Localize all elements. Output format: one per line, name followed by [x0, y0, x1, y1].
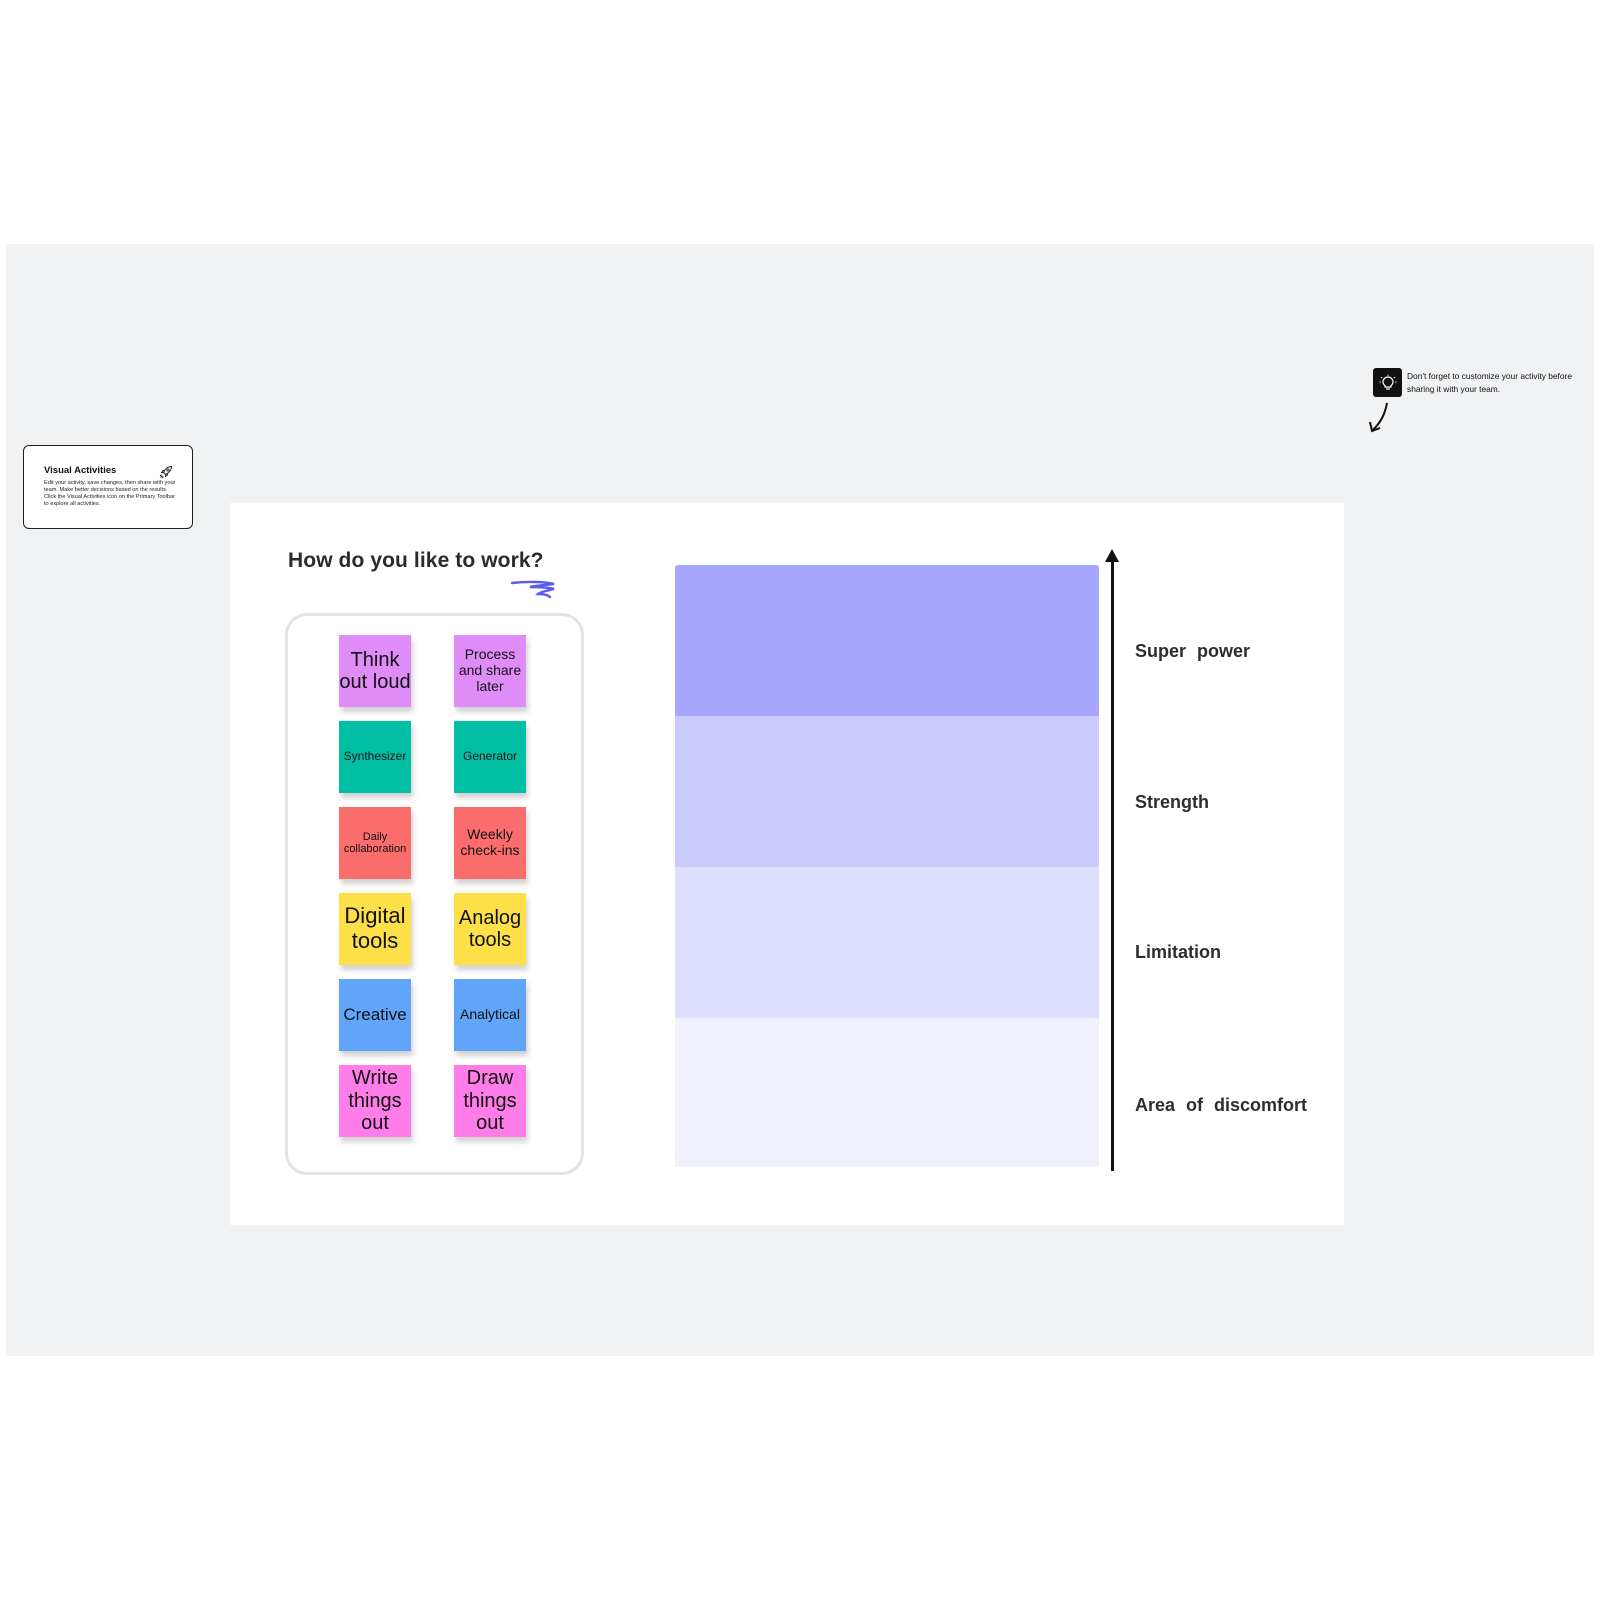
- sticky-note[interactable]: Creative: [339, 979, 411, 1051]
- scale-level-label: Limitation: [1135, 942, 1221, 962]
- scale-band[interactable]: [675, 867, 1099, 1018]
- curved-arrow-icon: [1369, 402, 1388, 433]
- visual-activities-card[interactable]: Visual Activities Edit your activity, sa…: [23, 445, 193, 529]
- sticky-note[interactable]: Daily collaboration: [339, 807, 411, 879]
- sticky-note[interactable]: Analog tools: [454, 893, 526, 965]
- scale-axis: [1111, 561, 1114, 1171]
- sticky-note[interactable]: Synthesizer: [339, 721, 411, 793]
- activity-heading: How do you like to work?: [288, 549, 544, 572]
- sticky-note[interactable]: Write things out: [339, 1065, 411, 1137]
- scale-band[interactable]: [675, 716, 1099, 867]
- sticky-note[interactable]: Digital tools: [339, 893, 411, 965]
- sticky-note[interactable]: Analytical: [454, 979, 526, 1051]
- customize-tip: Don't forget to customize your activity …: [1369, 368, 1583, 438]
- scribble-underline: [510, 580, 555, 599]
- scale-band[interactable]: [675, 565, 1099, 716]
- sticky-note[interactable]: Think out loud: [339, 635, 411, 707]
- sticky-note[interactable]: Weekly check-ins: [454, 807, 526, 879]
- scale-level-label: Super power: [1135, 641, 1251, 661]
- tip-text: Don't forget to customize your activity …: [1407, 371, 1572, 394]
- sticky-note[interactable]: Draw things out: [454, 1065, 526, 1137]
- scale-level-label: Area of discomfort: [1135, 1095, 1308, 1115]
- activity-frame[interactable]: How do you like to work? Think out loud P…: [230, 503, 1344, 1225]
- card-title: Visual Activities: [44, 465, 117, 476]
- rocket-icon: [159, 465, 173, 479]
- sticky-notes-panel: [285, 613, 584, 1175]
- sticky-note[interactable]: Generator: [454, 721, 526, 793]
- card-description: Edit your activity, save changes, then s…: [44, 480, 176, 507]
- scale-level-label: Strength: [1135, 792, 1209, 812]
- lightbulb-icon: [1373, 368, 1402, 397]
- scale-band[interactable]: [675, 1018, 1099, 1167]
- sticky-note[interactable]: Process and share later: [454, 635, 526, 707]
- arrow-up-icon: [1105, 549, 1119, 562]
